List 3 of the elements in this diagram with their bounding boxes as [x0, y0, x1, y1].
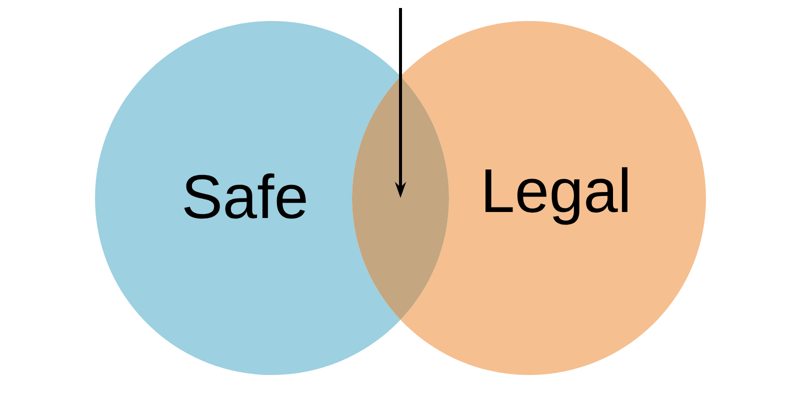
circle-label: Legal: [486, 167, 628, 225]
overlap-region: [352, 76, 449, 320]
circle-label: Safe: [184, 173, 306, 219]
